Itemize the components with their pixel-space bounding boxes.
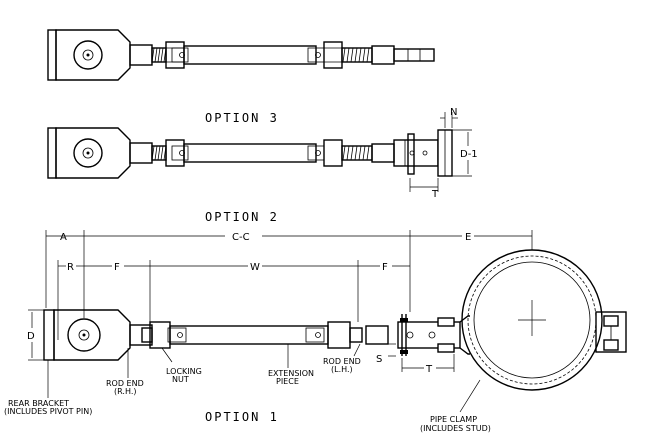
dim-d-label: D bbox=[27, 331, 35, 342]
clevis bbox=[393, 139, 439, 167]
locking-nut-label: LOCKING bbox=[166, 367, 202, 376]
rod-end-lh bbox=[371, 45, 395, 65]
option-2-assembly: N D-1 T bbox=[47, 107, 478, 200]
dim-w-label: W bbox=[250, 262, 260, 273]
dim-s-label: S bbox=[376, 354, 382, 365]
dim-t2-label: T bbox=[431, 189, 439, 200]
rear-bracket-plate-1 bbox=[43, 309, 55, 361]
dim-cc-label: C-C bbox=[232, 232, 250, 243]
extension-piece-sublabel: PIECE bbox=[276, 377, 299, 386]
rear-bracket-sublabel: (INCLUDES PIVOT PIN) bbox=[4, 407, 92, 416]
dim-n-label: N bbox=[450, 107, 457, 118]
option-3-caption: OPTION 3 bbox=[205, 111, 279, 125]
extension-piece bbox=[183, 45, 317, 65]
rear-bracket-plate-2 bbox=[47, 127, 57, 179]
clevis-1 bbox=[397, 321, 461, 349]
rod-end-lh-1 bbox=[365, 325, 389, 345]
option-1-assembly: A C-C E R F W F D S bbox=[27, 230, 627, 413]
clamp-ear bbox=[595, 311, 627, 353]
rod-end-lh-sublabel: (L.H.) bbox=[331, 365, 353, 374]
clevis-ear bbox=[407, 133, 415, 175]
dim-a-label: A bbox=[60, 232, 67, 243]
extension-piece-label: EXTENSION bbox=[268, 369, 314, 378]
rod-end-lh-label: ROD END bbox=[323, 357, 361, 366]
dim-d1-label: D-1 bbox=[460, 149, 478, 160]
rod-end-rh bbox=[129, 44, 153, 66]
pivot-boss bbox=[73, 40, 103, 70]
extension-piece-2 bbox=[183, 143, 317, 163]
rod-end-rh-sublabel: (R.H.) bbox=[114, 387, 136, 396]
rear-bracket-label: REAR BRACKET bbox=[8, 399, 69, 408]
locking-nut-lh bbox=[323, 41, 343, 69]
locking-nut bbox=[165, 41, 185, 69]
extension-piece-1 bbox=[169, 325, 329, 345]
option-2-caption: OPTION 2 bbox=[205, 210, 279, 224]
rod-end-rh-label: ROD END bbox=[106, 379, 144, 388]
dim-f-left-label: F bbox=[114, 262, 120, 273]
locking-nut-1 bbox=[149, 321, 171, 349]
rod-end-shank bbox=[393, 48, 435, 62]
rear-bracket bbox=[55, 29, 131, 81]
dim-e-label: E bbox=[465, 232, 471, 243]
option-3-assembly bbox=[47, 29, 435, 81]
option-1-caption: OPTION 1 bbox=[205, 410, 279, 424]
pipe-clamp-sublabel: (INCLUDES STUD) bbox=[420, 424, 491, 433]
locking-nut-sublabel: NUT bbox=[172, 375, 189, 384]
rear-bracket-plate bbox=[47, 29, 57, 81]
pivot-pin bbox=[82, 49, 94, 61]
dim-r-label: R bbox=[67, 262, 74, 273]
pipe-clamp-label: PIPE CLAMP bbox=[430, 415, 477, 424]
rear-bracket-2 bbox=[55, 127, 131, 179]
dim-f-right-label: F bbox=[382, 262, 388, 273]
rear-bracket-1 bbox=[53, 309, 131, 361]
dim-t1-label: T bbox=[425, 364, 433, 375]
